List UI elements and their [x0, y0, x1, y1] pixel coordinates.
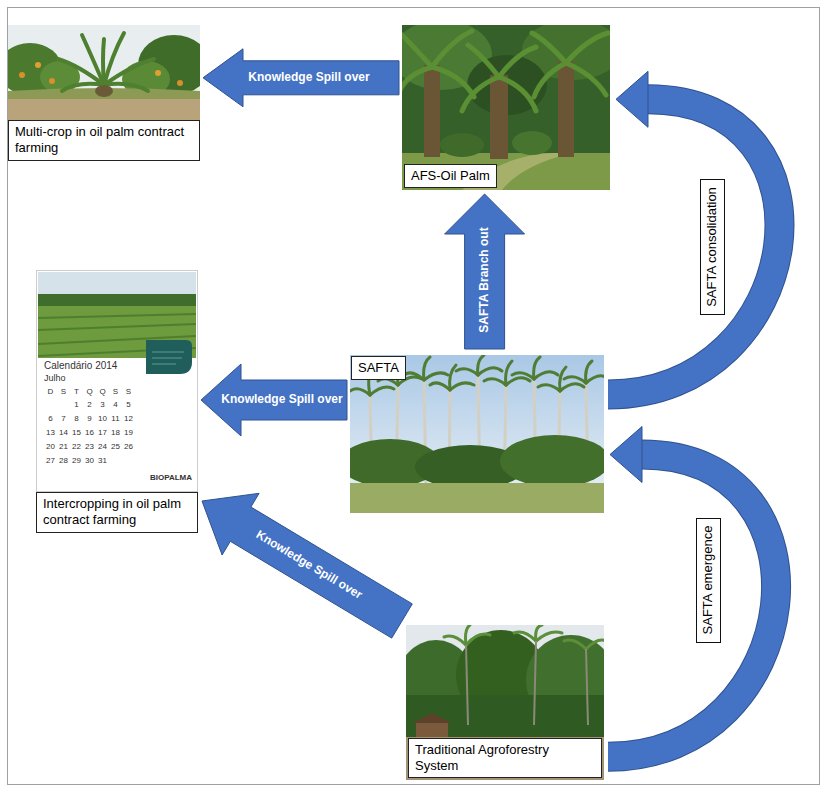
label-box: Intercropping in oil palm contract farmi… [36, 492, 198, 533]
calendar-text: 23 [83, 443, 96, 452]
label-box: AFS-Oil Palm [404, 164, 497, 188]
node-text: SAFTA [358, 360, 399, 376]
calendar-text: Q [96, 388, 109, 397]
calendar-text: 24 [96, 443, 109, 452]
calendar-text: T [70, 388, 83, 397]
photo-node: SAFTA [350, 355, 604, 513]
arrow-head [616, 71, 648, 127]
edge-label: SAFTA emergence [701, 526, 716, 635]
label-box: Multi-crop in oil palm contract farming [8, 120, 200, 161]
arrow-shape [203, 49, 399, 107]
calendar-text: 2 [83, 401, 96, 410]
edge-label-box: SAFTA consolidation [700, 179, 725, 315]
calendar-text: 31 [96, 457, 109, 466]
calendar-text: 5 [122, 401, 135, 410]
node-text: Multi-crop in oil palm contract farming [15, 124, 193, 157]
calendar-text: S [109, 388, 122, 397]
curved-arrow-band [608, 99, 779, 394]
calendar-text: 10 [96, 415, 109, 424]
calendar-text: 28 [57, 457, 70, 466]
photo-node: Traditional Agroforestry System [406, 625, 604, 780]
edge-label: SAFTA Branch out [478, 227, 491, 332]
calendar-text: 26 [122, 443, 135, 452]
calendar-text: BIOPALMA [150, 474, 192, 483]
calendar-text: 12 [122, 415, 135, 424]
label-box: SAFTA [351, 356, 406, 380]
calendar-text: 19 [122, 429, 135, 438]
calendar-text: 11 [109, 415, 122, 424]
label-box: Traditional Agroforestry System [408, 738, 602, 779]
node-text: Traditional Agroforestry System [415, 742, 595, 775]
calendar-text: 13 [44, 429, 57, 438]
block-arrow [608, 71, 779, 394]
calendar-text: 25 [109, 443, 122, 452]
calendar-text: Calendário 2014 [44, 360, 117, 371]
calendar-text: 6 [44, 415, 57, 424]
calendar-text: 1 [70, 401, 83, 410]
block-arrow [203, 49, 399, 107]
edge-label: Knowledge Spill over [248, 71, 369, 84]
calendar-text: 14 [57, 429, 70, 438]
calendar-text: 29 [70, 457, 83, 466]
calendar-text: D [44, 388, 57, 397]
block-arrow [445, 194, 525, 349]
calendar-text: 16 [83, 429, 96, 438]
calendar-text: 17 [96, 429, 109, 438]
block-arrow [202, 493, 412, 638]
calendar-text: S [57, 388, 70, 397]
calendar-text: Julho [44, 374, 66, 384]
node-text: Intercropping in oil palm contract farmi… [43, 496, 191, 529]
calendar-text: 4 [109, 401, 122, 410]
node-text: AFS-Oil Palm [411, 168, 490, 184]
calendar-text: 15 [70, 429, 83, 438]
curved-arrow-outline [608, 455, 776, 757]
calendar-text: 8 [70, 415, 83, 424]
calendar-text: Q [83, 388, 96, 397]
calendar-text: 18 [109, 429, 122, 438]
edge-label: SAFTA consolidation [705, 187, 720, 307]
curved-arrow-band [608, 455, 776, 757]
block-arrow [201, 364, 347, 436]
calendar-text: 20 [44, 443, 57, 452]
arrow-head [610, 427, 642, 483]
calendar-text: S [122, 388, 135, 397]
edge-label: Knowledge Spill over [221, 393, 342, 406]
arrow-shape [201, 364, 347, 436]
calendar-text: 30 [83, 457, 96, 466]
calendar-text: 3 [96, 401, 109, 410]
photo-node: AFS-Oil Palm [402, 25, 610, 190]
calendar-text: 7 [57, 415, 70, 424]
arrow-shape [202, 493, 412, 638]
photo-multicrop [8, 25, 200, 120]
block-arrow [608, 427, 776, 757]
calendar-text: 9 [83, 415, 96, 424]
edge-label-box: SAFTA emergence [696, 518, 721, 643]
calendar-text: 21 [57, 443, 70, 452]
photo-node: Intercropping in oil palm contract farmi… [36, 270, 198, 533]
calendar-text: 27 [44, 457, 57, 466]
photo-node: Multi-crop in oil palm contract farming [8, 25, 200, 161]
calendar-text: 22 [70, 443, 83, 452]
arrow-shape [445, 194, 525, 349]
curved-arrow-outline [608, 99, 779, 394]
